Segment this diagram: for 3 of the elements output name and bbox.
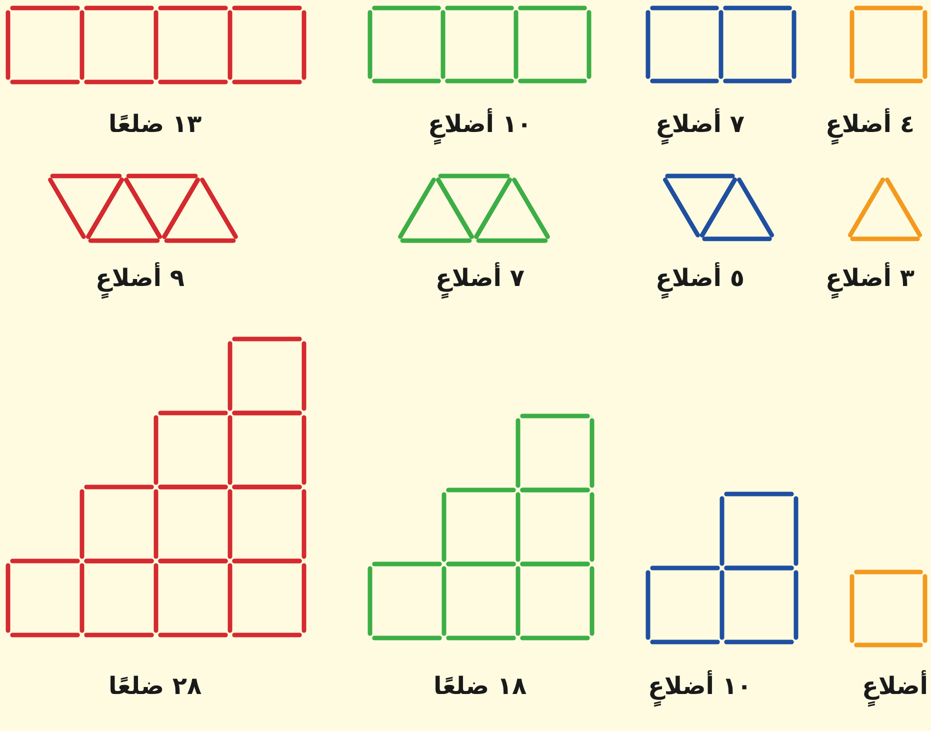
side-count-label: ١٨ ضلعًا	[434, 671, 527, 702]
side-count-label: ١٣ ضلعًا	[108, 109, 202, 140]
side-count-label: ٢٨ ضلعًا	[108, 671, 202, 702]
